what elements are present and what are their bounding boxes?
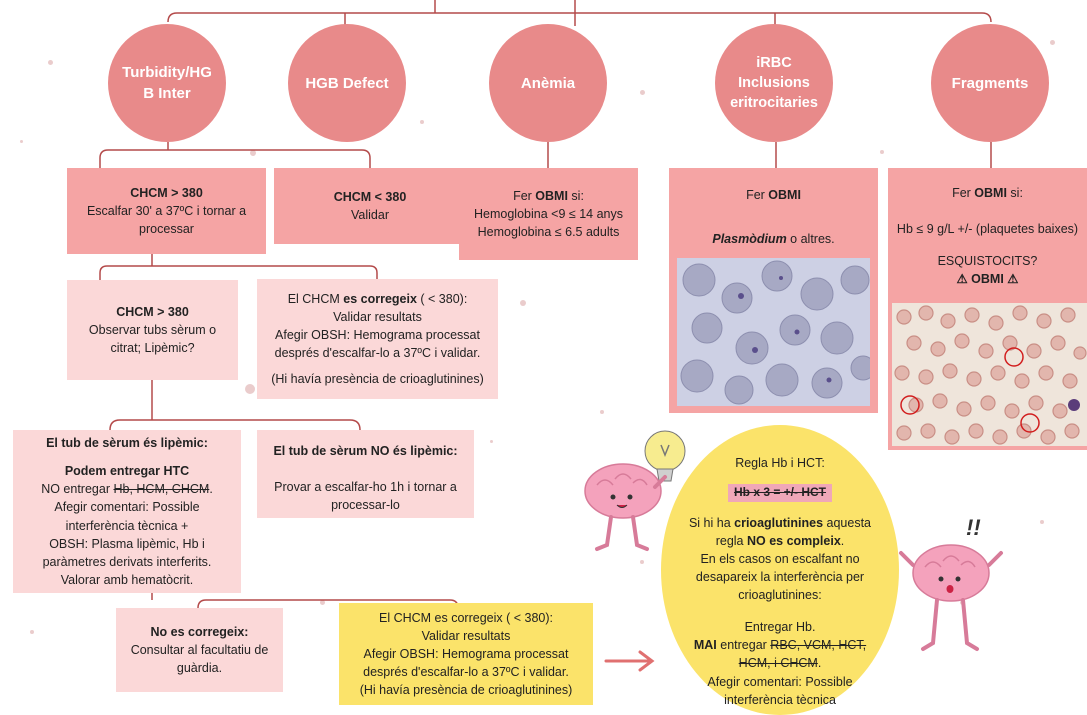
category-anemia: Anèmia [489,24,607,142]
rule-oval [661,425,899,715]
plasmodium-smear-image [677,258,870,406]
brain-surprised-illustration [899,544,1003,651]
category-fragments: Fragments [931,24,1049,142]
category-hgb-defect: HGB Defect [288,24,406,142]
turbidity-step-warm: CHCM > 380 Escalfar 30' a 37ºC i tornar … [67,168,266,254]
exclamation-marks: !! [966,515,981,540]
schistocytes-smear-image [892,303,1087,446]
not-corrected-box: No es corregeix: Consultar al facultatiu… [116,608,283,692]
turbidity-step-observe: CHCM > 380 Observar tubs sèrum o citrat;… [67,280,238,380]
brain-lightbulb-illustration [584,430,686,551]
rule-content: Regla Hb i HCT: Hb x 3 = +/- HCT Si hi h… [688,456,872,707]
turbidity-corrected-first: El CHCM es corregeix ( < 380): Validar r… [257,279,498,399]
hgb-defect-box: CHCM < 380 Validar [274,168,466,244]
anemia-box: Fer OBMI si: Hemoglobina <9 ≤ 14 anys He… [459,168,638,260]
lipemic-box: El tub de sèrum és lipèmic: Podem entreg… [13,430,241,593]
corrected-box: El CHCM es corregeix ( < 380): Validar r… [339,603,593,705]
not-lipemic-box: El tub de sèrum NO és lipèmic: Provar a … [257,430,474,518]
